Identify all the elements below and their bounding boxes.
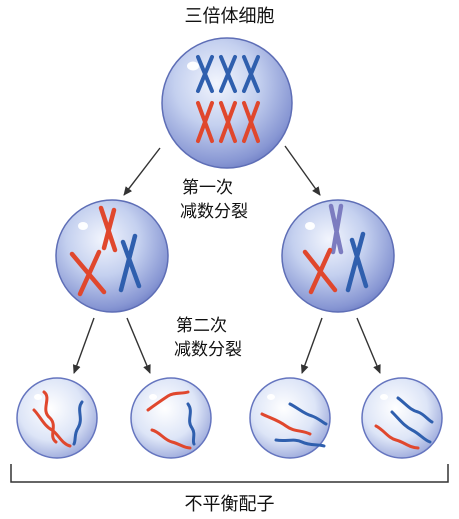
arrow-meiosis1-left — [123, 147, 161, 196]
gamete-1 — [16, 377, 98, 459]
meiosis1-label-line2: 减数分裂 — [180, 202, 248, 222]
meiosis1-label-line1: 第一次 — [182, 178, 233, 198]
diagram-title: 三倍体细胞 — [184, 6, 275, 27]
gamete-2 — [130, 377, 212, 459]
meiosis1-cell-left — [55, 199, 169, 313]
red-chromosomes — [196, 101, 260, 143]
arrow-meiosis2-3 — [300, 317, 323, 374]
meiosis2-label-line2: 减数分裂 — [174, 340, 242, 360]
gamete-4 — [361, 377, 443, 459]
gametes-bracket — [10, 464, 449, 483]
arrow-meiosis2-2 — [126, 317, 151, 374]
meiosis1-cell-right — [281, 199, 395, 313]
meiosis2-label-line1: 第二次 — [176, 316, 227, 336]
result-label: 不平衡配子 — [184, 494, 275, 515]
arrow-meiosis2-1 — [72, 317, 95, 374]
arrow-meiosis2-4 — [356, 317, 381, 374]
triploid-cell — [161, 37, 293, 169]
blue-chromosomes — [196, 55, 260, 93]
arrow-meiosis1-right — [284, 145, 321, 196]
gamete-3 — [249, 377, 331, 459]
